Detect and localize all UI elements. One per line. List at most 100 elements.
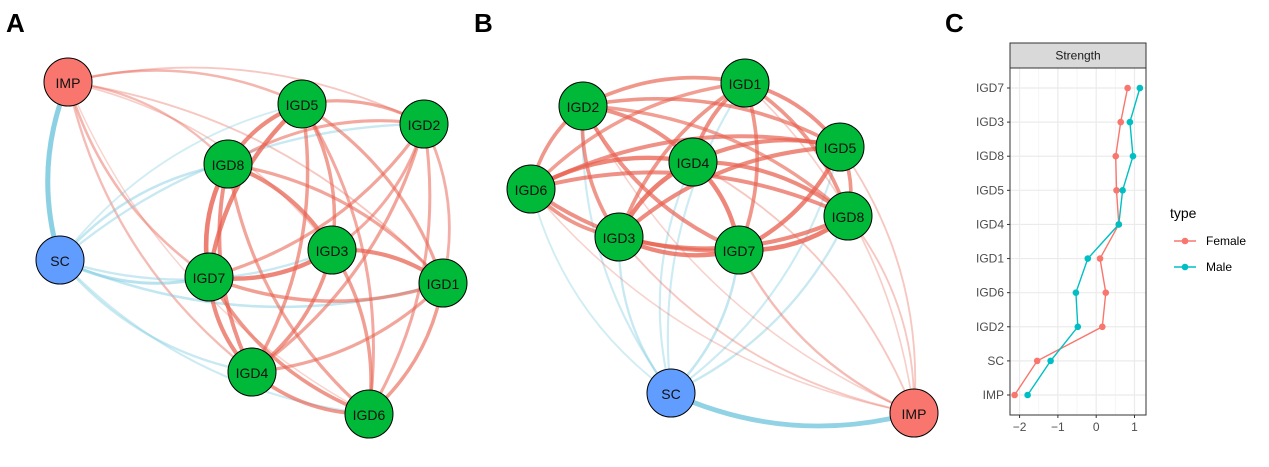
node-igd2-circle [399,99,449,149]
plot-series [1011,84,1144,399]
node-igd1-label: IGD1 [427,276,460,292]
node-igd2: IGD2 [558,81,608,131]
node-igd1: IGD1 [418,258,468,308]
point-female-igd1 [1096,255,1104,262]
facet-strip-label: Strength [1055,49,1100,63]
node-igd5-circle [277,79,327,129]
strength-plot: Strength IGD7IGD3IGD8IGD5IGD4IGD1IGD6IGD… [976,42,1147,434]
node-sc-circle [646,368,696,418]
node-igd5-label: IGD5 [824,140,857,156]
edge-igd2-igd4 [250,122,426,374]
edge-igd5-igd4 [250,102,310,374]
y-tick-label-igd4: IGD4 [976,217,1004,231]
node-igd1-circle [418,258,468,308]
legend-key-point [1181,237,1189,245]
node-igd3-circle [594,212,644,262]
node-imp-circle [889,388,939,438]
node-igd6-circle [506,164,556,214]
edge-igd7-igd1 [207,275,445,303]
point-male-imp [1024,391,1031,399]
node-igd3: IGD3 [594,212,644,262]
point-female-igd2 [1099,323,1106,331]
point-male-igd5 [1119,187,1126,194]
edge-igd8-igd1 [226,162,445,285]
node-igd7: IGD7 [714,225,764,275]
edge-sc-igd6 [530,188,672,394]
edge-sc-igd1 [58,258,445,309]
point-female-igd5 [1113,187,1120,194]
y-tick-label-igd1: IGD1 [976,252,1004,266]
node-igd5-label: IGD5 [286,97,319,113]
node-imp: IMP [43,57,93,107]
node-igd3-label: IGD3 [316,243,349,259]
edge-igd2-igd7 [207,122,426,279]
point-male-igd1 [1084,255,1092,262]
node-igd5-circle [815,122,865,172]
point-male-igd2 [1074,323,1082,331]
edge-igd5-igd3 [616,144,843,240]
node-sc: SC [35,235,85,285]
y-tick-label-igd3: IGD3 [976,115,1004,129]
x-tick-label-3: 1 [1131,420,1138,434]
node-sc-circle [35,235,85,285]
edge-sc-igd4 [58,258,254,374]
point-male-sc [1047,357,1054,365]
edge-imp-igd8 [66,80,230,166]
edge-imp-igd7 [737,248,916,415]
node-igd4-circle [668,137,718,187]
series-female-line [1014,87,1129,396]
plot-panel-border [1009,67,1147,416]
edge-imp-igd7 [66,80,211,279]
node-igd4: IGD4 [227,347,277,397]
node-imp-circle [43,57,93,107]
y-tick-label-igd2: IGD2 [976,320,1004,334]
point-male-igd3 [1126,118,1134,126]
legend-item-female: Female [1174,234,1246,248]
edge-imp-igd1 [67,81,444,284]
node-igd8-circle [203,139,253,189]
panel-a-letter: A [6,8,25,38]
edge-igd2-igd5 [581,97,842,149]
edge-igd1-igd3 [617,81,747,239]
edge-igd8-igd6 [226,162,371,416]
node-igd1-label: IGD1 [729,76,762,92]
y-tick-label-igd6: IGD6 [976,286,1004,300]
node-imp-label: IMP [902,406,927,422]
node-sc-label: SC [50,253,69,269]
node-igd8: IGD8 [203,139,253,189]
edge-imp-igd4 [66,80,254,374]
y-tick-label-imp: IMP [983,388,1004,402]
legend-label-male: Male [1206,260,1232,274]
node-igd4: IGD4 [668,137,718,187]
edge-imp-igd4 [692,161,915,414]
node-igd7-circle [184,252,234,302]
node-igd4-circle [227,347,277,397]
node-igd6: IGD6 [344,389,394,439]
panel-c-letter: C [945,8,964,38]
node-igd5: IGD5 [815,122,865,172]
x-tick-label-0: −2 [1013,420,1027,434]
edge-igd5-igd1 [300,102,445,285]
point-male-igd7 [1136,84,1144,92]
node-igd3-circle [307,225,357,275]
node-igd6-circle [344,389,394,439]
edge-imp-igd2 [67,66,425,125]
legend-key-point [1181,263,1189,271]
edge-imp-igd6 [530,188,915,414]
node-igd5: IGD5 [277,79,327,129]
point-female-sc [1033,357,1041,365]
point-male-igd6 [1072,289,1080,296]
node-igd6-label: IGD6 [353,407,386,423]
y-tick-label-sc: SC [987,354,1004,368]
node-igd8-circle [823,191,873,241]
node-igd3: IGD3 [307,225,357,275]
edge-imp-sc [45,79,71,263]
node-igd1: IGD1 [720,58,770,108]
